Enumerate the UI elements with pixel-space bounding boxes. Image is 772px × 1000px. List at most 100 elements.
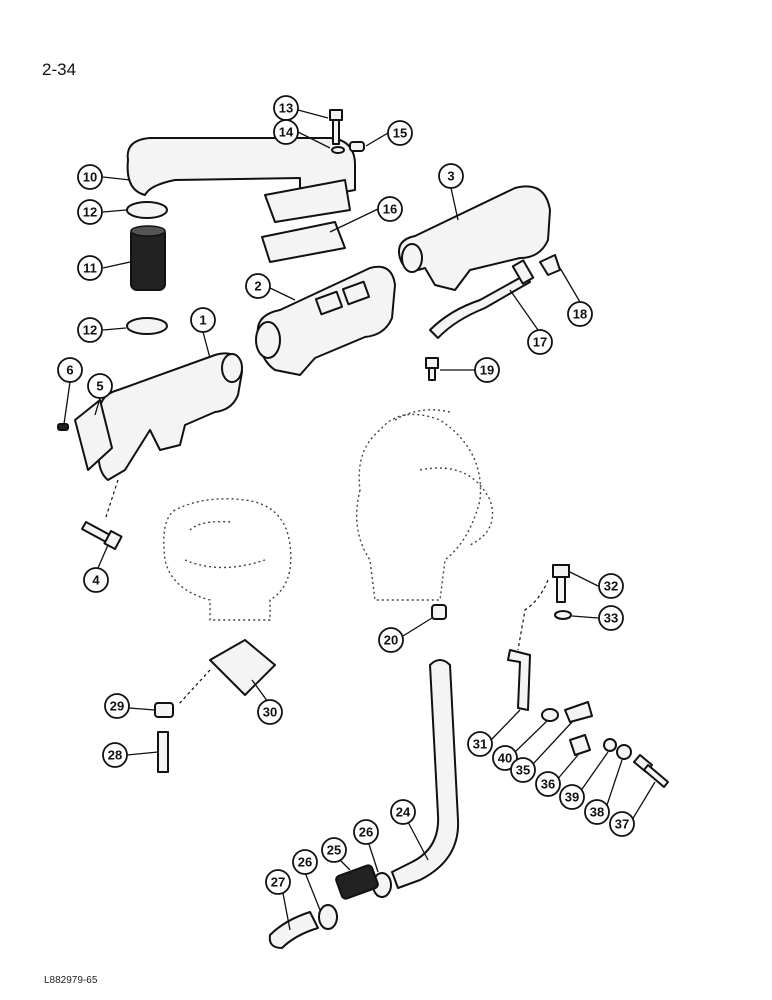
callout-2: 2 — [245, 273, 271, 299]
rear-exhaust-manifold — [398, 185, 551, 291]
exhaust-elbow — [126, 137, 356, 223]
drain-elbow — [268, 911, 319, 949]
callout-1: 1 — [190, 307, 216, 333]
hose-clamp-inner — [318, 904, 338, 930]
callout-10: 10 — [77, 164, 103, 190]
svg-text:38: 38 — [590, 805, 604, 820]
hose-clamp-upper — [126, 201, 168, 219]
tube-clip-upper — [564, 701, 593, 723]
hose-clamp-lower — [126, 317, 168, 335]
svg-text:27: 27 — [271, 875, 285, 890]
svg-text:12: 12 — [83, 205, 97, 220]
turbocharger-outline-right — [355, 409, 494, 601]
dowel-pin — [57, 423, 69, 431]
svg-text:37: 37 — [615, 817, 629, 832]
svg-text:36: 36 — [541, 777, 555, 792]
callout-29: 29 — [104, 693, 130, 719]
callout-4: 4 — [83, 567, 109, 593]
callout-40: 40 — [492, 745, 518, 771]
flat-washer — [616, 744, 632, 760]
figure-code: L882979-65 — [44, 975, 98, 986]
svg-text:33: 33 — [604, 611, 618, 626]
svg-text:10: 10 — [83, 170, 97, 185]
bracket-capscrew — [552, 564, 570, 603]
clip-capscrew — [633, 754, 669, 788]
bracket-washer — [554, 610, 572, 620]
callout-30: 30 — [257, 699, 283, 725]
callout-11: 11 — [77, 255, 103, 281]
callout-12-lower: 12 — [77, 317, 103, 343]
svg-text:25: 25 — [327, 843, 341, 858]
callout-39: 39 — [559, 784, 585, 810]
svg-text:15: 15 — [393, 126, 407, 141]
callout-16: 16 — [377, 196, 403, 222]
center-exhaust-manifold — [255, 265, 396, 376]
callout-3: 3 — [438, 163, 464, 189]
callout-25: 25 — [321, 837, 347, 863]
callout-24: 24 — [390, 799, 416, 825]
svg-text:3: 3 — [447, 169, 454, 184]
svg-text:20: 20 — [384, 633, 398, 648]
callout-31: 31 — [467, 731, 493, 757]
svg-text:30: 30 — [263, 705, 277, 720]
page-number: 2-34 — [42, 60, 77, 79]
svg-text:31: 31 — [473, 737, 487, 752]
tube-clip-lower — [569, 734, 591, 756]
svg-text:11: 11 — [83, 261, 97, 276]
callout-15: 15 — [387, 120, 413, 146]
svg-text:4: 4 — [92, 573, 100, 588]
elbow-gasket — [261, 221, 346, 263]
svg-text:26: 26 — [359, 825, 373, 840]
callout-28: 28 — [102, 742, 128, 768]
callout-37: 37 — [609, 811, 635, 837]
svg-text:29: 29 — [110, 699, 124, 714]
elbow-washer — [331, 146, 345, 154]
turbo-stud-nut — [154, 702, 174, 718]
svg-text:19: 19 — [480, 363, 494, 378]
svg-text:13: 13 — [279, 101, 293, 116]
callout-12-upper: 12 — [77, 199, 103, 225]
callout-38: 38 — [584, 799, 610, 825]
callout-26-right: 26 — [353, 819, 379, 845]
oil-return-tube — [391, 659, 460, 889]
svg-text:40: 40 — [498, 751, 512, 766]
turbocharger-outline-left — [163, 498, 292, 621]
callout-14: 14 — [273, 119, 299, 145]
elbow-capscrew — [329, 109, 343, 145]
svg-text:24: 24 — [396, 805, 411, 820]
svg-text:14: 14 — [279, 125, 294, 140]
callout-32: 32 — [598, 573, 624, 599]
manifold-gasket — [74, 399, 113, 471]
turbo-gasket — [209, 639, 276, 696]
svg-text:1: 1 — [199, 313, 206, 328]
callout-18: 18 — [567, 301, 593, 327]
svg-text:2: 2 — [254, 279, 261, 294]
drain-hose — [335, 864, 379, 900]
elbow-plug — [349, 141, 365, 152]
svg-text:17: 17 — [533, 335, 547, 350]
callout-33: 33 — [598, 605, 624, 631]
svg-text:32: 32 — [604, 579, 618, 594]
callout-36: 36 — [535, 771, 561, 797]
callout-19: 19 — [474, 357, 500, 383]
callout-5: 5 — [87, 373, 113, 399]
bracket-spacer — [541, 708, 559, 722]
front-exhaust-manifold — [97, 352, 243, 481]
tube-support-bracket — [507, 649, 531, 711]
tube-elbow-fitting — [539, 254, 561, 276]
rubber-hose — [130, 225, 166, 291]
svg-text:12: 12 — [83, 323, 97, 338]
svg-text:39: 39 — [565, 790, 579, 805]
manifold-capscrew — [81, 521, 123, 550]
callout-27: 27 — [265, 869, 291, 895]
leader-lines — [63, 109, 656, 931]
svg-text:18: 18 — [573, 307, 587, 322]
callout-13: 13 — [273, 95, 299, 121]
svg-text:26: 26 — [298, 855, 312, 870]
callout-17: 17 — [527, 329, 553, 355]
svg-text:28: 28 — [108, 748, 122, 763]
svg-text:5: 5 — [96, 379, 103, 394]
callout-20: 20 — [378, 627, 404, 653]
